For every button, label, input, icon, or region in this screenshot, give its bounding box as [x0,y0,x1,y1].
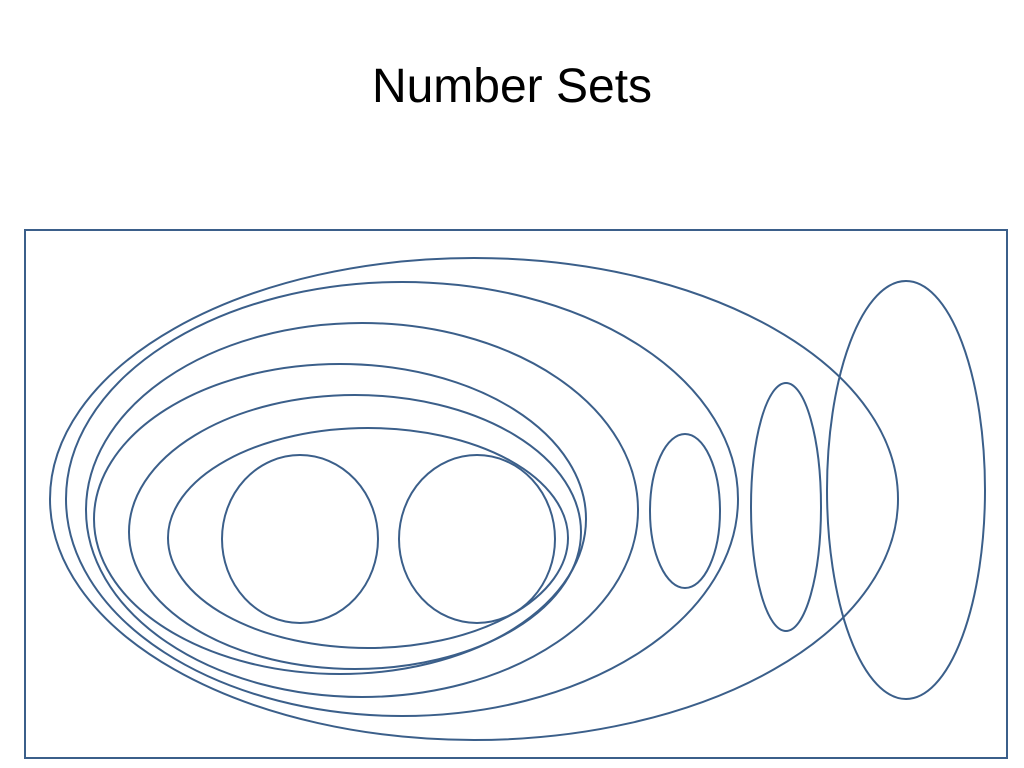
set-ellipse-6 [167,427,569,649]
set-large-oval [826,280,986,700]
set-ellipse-5 [128,394,582,670]
set-circle-right [398,454,556,624]
universe-frame [24,229,1008,759]
set-ellipse-4 [93,363,587,675]
set-medium-oval [750,382,822,632]
set-ellipse-2 [65,281,739,717]
set-small-oval [649,433,721,589]
set-circle-left [221,454,379,624]
slide-title: Number Sets [371,60,653,113]
set-ellipse-3 [85,322,639,698]
set-ellipse-1 [49,257,899,741]
